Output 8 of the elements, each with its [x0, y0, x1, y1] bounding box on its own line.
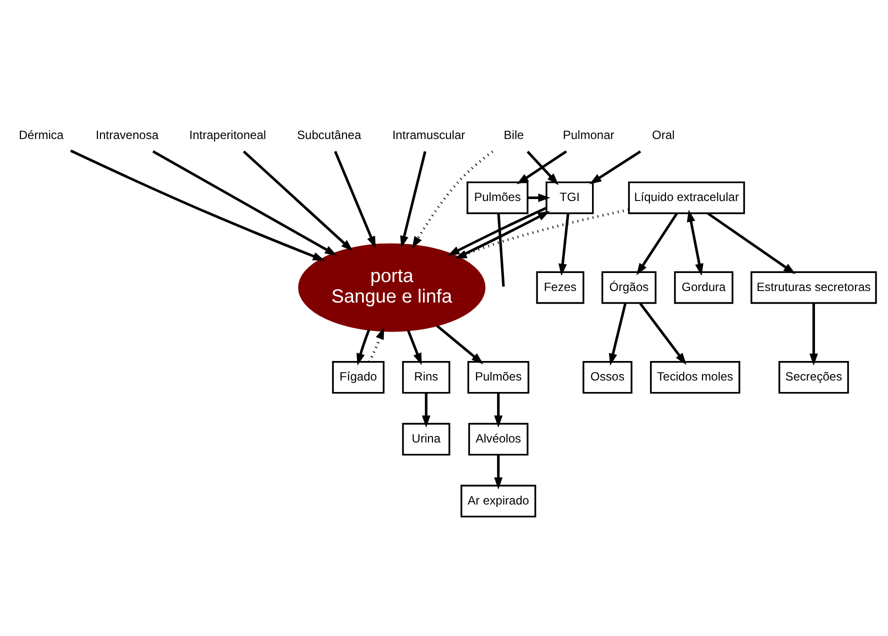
node-text: Dérmica — [18, 128, 64, 142]
node-text: Intraperitoneal — [189, 128, 266, 142]
node-text: Bile — [504, 128, 524, 142]
node-text: Intravenosa — [96, 128, 159, 142]
node-text: Subcutânea — [297, 128, 362, 142]
node-text: Pulmonar — [562, 128, 614, 142]
node-text: Oral — [652, 128, 675, 142]
node-text: Intramuscular — [392, 128, 466, 142]
